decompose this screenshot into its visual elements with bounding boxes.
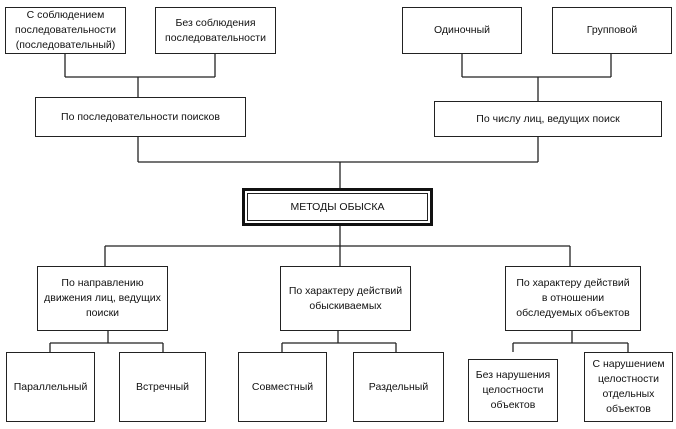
node-label: Совместный [251,380,314,393]
node-label: По характеру действий в отношении обслед… [516,277,630,319]
node-without-sequence: Без соблюдения последовательности [155,7,276,54]
category-by-object-actions: По характеру действий в отношении обслед… [505,266,641,331]
node-label: По числу лиц, ведущих поиск [476,112,620,125]
node-with-damage: С нарушением целостности отдельных объек… [584,352,673,422]
node-separate: Раздельный [353,352,444,422]
node-parallel: Параллельный [6,352,95,422]
category-by-direction: По направлению движения лиц, ведущих пои… [37,266,168,331]
node-label: Параллельный [13,380,88,393]
node-label: По последовательности поисков [61,110,220,123]
root-inner-frame: МЕТОДЫ ОБЫСКА [247,193,428,221]
node-label: С нарушением целостности отдельных объек… [592,358,665,415]
node-group: Групповой [552,7,672,54]
category-by-searched-actions: По характеру действий обыскиваемых [280,266,411,331]
node-label: По характеру действий обыскиваемых [288,284,403,312]
node-label: Без нарушения целостности объектов [475,369,551,411]
category-by-number-of-searchers: По числу лиц, ведущих поиск [434,101,662,137]
node-counter: Встречный [119,352,206,422]
root-node: МЕТОДЫ ОБЫСКА [242,188,433,226]
node-joint: Совместный [238,352,327,422]
node-label: Встречный [135,380,190,393]
node-single: Одиночный [402,7,522,54]
node-without-damage: Без нарушения целостности объектов [468,359,558,422]
node-label: Раздельный [368,380,429,393]
node-label: Групповой [586,24,638,36]
node-label: Одиночный [433,24,491,36]
category-by-sequence: По последовательности поисков [35,97,246,137]
node-label: По направлению движения лиц, ведущих пои… [44,277,161,319]
node-label: Без соблюдения последовательности [165,16,266,44]
node-with-sequence: С соблюдением последовательности (послед… [5,7,126,54]
root-label: МЕТОДЫ ОБЫСКА [290,200,385,213]
node-label: С соблюдением последовательности (послед… [15,9,116,51]
